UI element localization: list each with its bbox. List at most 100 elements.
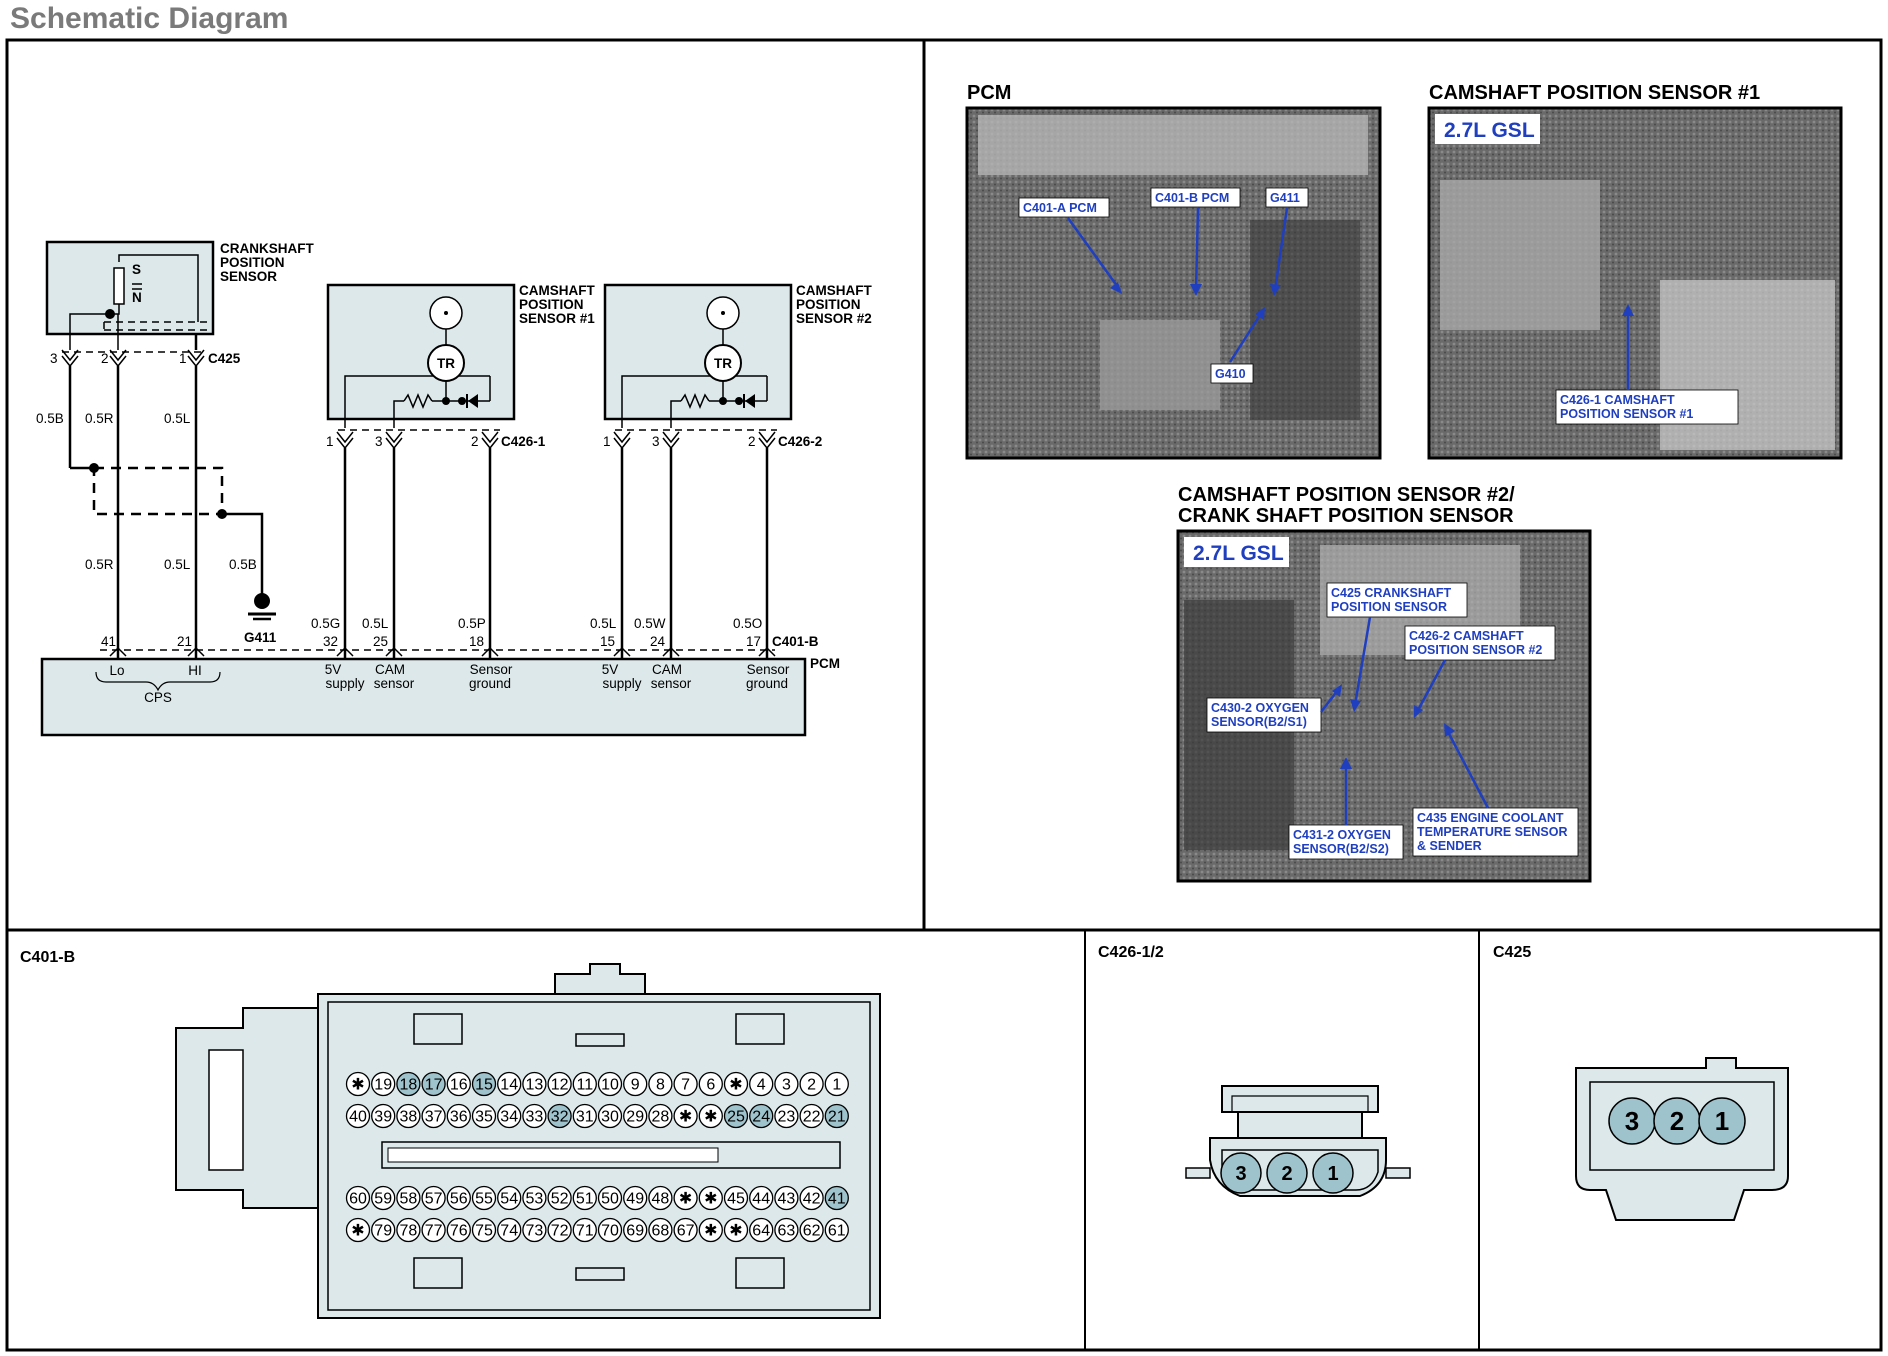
- cps-label: CPS: [144, 690, 172, 705]
- c401b-pin: 79: [371, 1217, 396, 1243]
- c401b-pin: 49: [623, 1185, 648, 1211]
- c401b-pin-label: 12: [551, 1077, 569, 1094]
- c401b-pin: 22: [799, 1103, 824, 1129]
- c401b-pin-label: 29: [626, 1109, 644, 1126]
- c401b-pin-label: 33: [526, 1109, 544, 1126]
- pcm-module: PCM Lo HI CPS 5V supply CAM sensor Senso…: [40, 656, 840, 737]
- pcm-pin-18: 18: [469, 634, 484, 649]
- crankshaft-label-1: CRANKSHAFT: [220, 241, 314, 256]
- c401b-pin-label: 55: [475, 1191, 493, 1208]
- photo-pcm-title: PCM: [967, 82, 1011, 104]
- c401b-pin-label: ✱: [351, 1223, 364, 1240]
- c426-pin-label: 3: [1235, 1163, 1246, 1185]
- c401b-pin: 21: [824, 1103, 849, 1129]
- c401b-pin-label: 36: [450, 1109, 468, 1126]
- cps-hi: HI: [188, 663, 202, 678]
- photo-cmp2-title-2: CRANK SHAFT POSITION SENSOR: [1178, 505, 1514, 527]
- c401b-pin-label: 14: [500, 1077, 518, 1094]
- photo-label-c431-2-b: SENSOR(B2/S2): [1293, 842, 1389, 856]
- c401b-pin-label: ✱: [729, 1077, 742, 1094]
- c401b-pin: 71: [572, 1217, 597, 1243]
- photo-pcm: PCM C401-A PCM C401-B PCM G411 G410: [965, 82, 1382, 460]
- pcm-label: PCM: [810, 656, 840, 671]
- c401b-pin: 6: [698, 1071, 723, 1097]
- c401b-pin: 14: [497, 1071, 522, 1097]
- pcm-pin-24: 24: [650, 634, 666, 649]
- pcm-pin-41: 41: [101, 634, 116, 649]
- c401b-pin-label: 28: [652, 1109, 670, 1126]
- c426-pin-label: 1: [1327, 1163, 1338, 1185]
- photo-label-c430-2-b: SENSOR(B2/S1): [1211, 715, 1307, 729]
- connector-c426: C426-1/2 3 2 1: [1098, 944, 1411, 1197]
- pcm-connector-label: C401-B: [772, 634, 819, 649]
- c401b-pin-label: ✱: [704, 1223, 717, 1240]
- photo-label-c426-2-a: C426-2 CAMSHAFT: [1409, 629, 1524, 643]
- c401b-pin-label: 63: [778, 1223, 796, 1240]
- c401b-pin: 62: [799, 1217, 824, 1243]
- cmp2-term-ground: ground: [746, 676, 788, 691]
- c401b-pin-label: 32: [551, 1109, 569, 1126]
- c401b-pin-label: 23: [778, 1109, 796, 1126]
- cmp1-term-cam: CAM: [375, 662, 405, 677]
- c401b-pin: 1: [824, 1071, 849, 1097]
- c401b-pin: 13: [522, 1071, 547, 1097]
- c401b-pin-label: 16: [450, 1077, 468, 1094]
- c401b-pin: 28: [648, 1103, 673, 1129]
- c426-pin-label: 2: [1281, 1163, 1292, 1185]
- camshaft-position-sensor-1: TR CAMSHAFT POSITION SENSOR #1: [326, 283, 595, 428]
- cmp2-term-sensor-g: Sensor: [747, 662, 790, 677]
- photo-label-g411: G411: [1270, 191, 1300, 205]
- cmp2-label-2: POSITION: [796, 297, 861, 312]
- c401b-pin: 45: [723, 1185, 749, 1211]
- c401b-pin-label: 6: [706, 1077, 715, 1094]
- c401b-pin-label: 60: [349, 1191, 367, 1208]
- cmp2-label-3: SENSOR #2: [796, 311, 872, 326]
- c401b-pin: 48: [648, 1185, 673, 1211]
- c401b-pin: 15: [471, 1071, 497, 1097]
- c401b-pin: ✱: [345, 1071, 371, 1097]
- c401b-pin-label: 75: [475, 1223, 493, 1240]
- c401b-pin: 50: [597, 1185, 623, 1211]
- c401b-pin-label: 22: [803, 1109, 821, 1126]
- c401b-pin: 30: [597, 1103, 623, 1129]
- c426-title: C426-1/2: [1098, 944, 1164, 961]
- c401b-pin: 23: [774, 1103, 799, 1129]
- c401b-pin-label: 78: [400, 1223, 418, 1240]
- photo-label-c426-1-a: C426-1 CAMSHAFT: [1560, 393, 1675, 407]
- c401b-pin: ✱: [673, 1185, 698, 1211]
- c401b-pin-label: 76: [450, 1223, 468, 1240]
- cmp1-term-sensor-g: Sensor: [470, 662, 513, 677]
- c401b-pin: 77: [421, 1217, 446, 1243]
- c401b-pin: 76: [446, 1217, 471, 1243]
- c401b-pin: 12: [547, 1071, 572, 1097]
- c401b-pin: 24: [749, 1103, 774, 1129]
- c401b-pin-label: 11: [576, 1077, 593, 1094]
- wire-0-5r-lower: 0.5R: [85, 557, 114, 572]
- c401b-pin-label: 3: [782, 1077, 791, 1094]
- c425-pin-label: 1: [1715, 1106, 1729, 1136]
- crankshaft-label-2: POSITION: [220, 255, 285, 270]
- cmp1-term-5v: 5V: [325, 662, 342, 677]
- c401b-pin-label: 64: [752, 1223, 770, 1240]
- c401b-pin: 68: [648, 1217, 673, 1243]
- c401b-pin: 75: [471, 1217, 497, 1243]
- camshaft-position-sensor-2: TR CAMSHAFT POSITION SENSOR #2: [603, 283, 872, 428]
- cmp1-label-3: SENSOR #1: [519, 311, 595, 326]
- c426-2-pin-2: 2: [748, 434, 756, 449]
- cps-lo: Lo: [109, 663, 124, 678]
- photo-label-c430-2-a: C430-2 OXYGEN: [1211, 701, 1309, 715]
- c426-1-connector-label: C426-1: [501, 434, 546, 449]
- c426-2-pin-1: 1: [603, 434, 611, 449]
- wire-0-5w: 0.5W: [634, 616, 666, 631]
- c401b-pin: 25: [723, 1103, 749, 1129]
- c401b-pin-label: 57: [425, 1191, 443, 1208]
- pcm-pin-25: 25: [373, 634, 388, 649]
- c401b-pin: 38: [396, 1103, 421, 1129]
- c401b-pin: 34: [497, 1103, 522, 1129]
- cmp1-label-2: POSITION: [519, 297, 584, 312]
- c401b-pin: 53: [522, 1185, 547, 1211]
- pcm-pin-17: 17: [746, 634, 761, 649]
- c401b-pin: 36: [446, 1103, 471, 1129]
- c426-pin: 3: [1220, 1152, 1262, 1194]
